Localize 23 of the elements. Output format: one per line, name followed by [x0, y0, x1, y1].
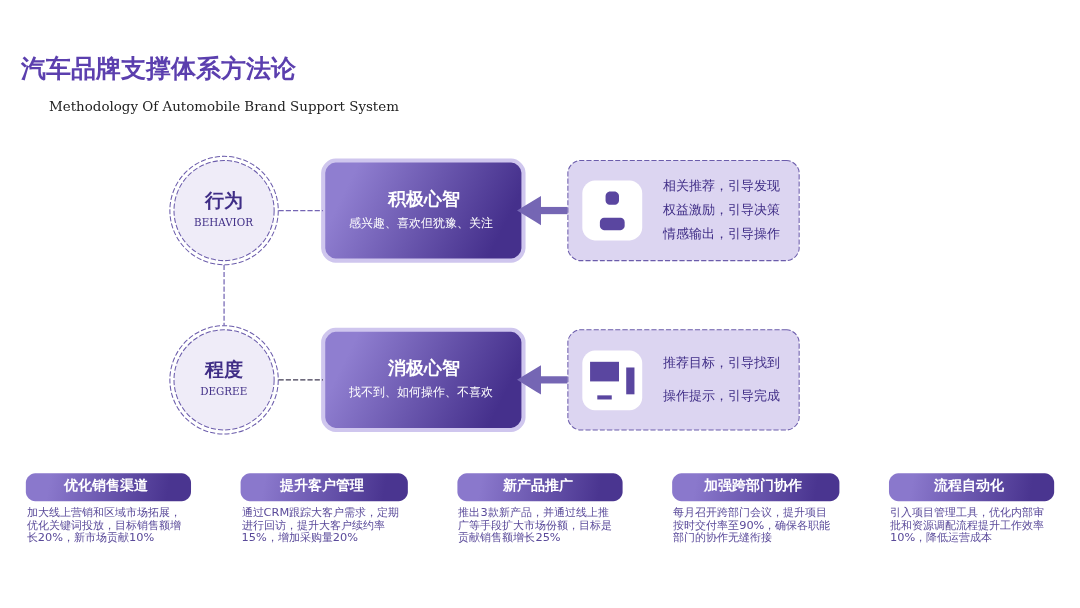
connector — [223, 263, 225, 326]
node-box: 优化销售渠道 — [25, 472, 192, 501]
node-label: 加大线上营销和区域市场拓展，优化关键词投放，目标销售额增长20%，新市场贡献10% — [26, 504, 181, 544]
node-box: 流程自动化 — [888, 472, 1055, 501]
connector — [277, 378, 324, 380]
node-circle: 行为 BEHAVIOR — [169, 155, 279, 265]
node-box: 推荐目标，引导找到 操作提示，引导完成 — [567, 328, 800, 430]
node-label: 推出3款新产品，并通过线上推广等手段扩大市场份额，目标是贡献销售额增长25% — [458, 504, 613, 544]
arrow — [517, 364, 568, 395]
node-label: 每月召开跨部门会议，提升项目按时交付率至90%，确保各职能部门的协作无缝衔接 — [673, 504, 831, 544]
connector — [277, 209, 324, 211]
node-circle: 程度 DEGREE — [169, 324, 279, 435]
node-label: 通过CRM跟踪大客户需求，定期进行回访，提升大客户续约率15%，增加采购量20% — [241, 504, 400, 544]
node-label: 引入项目管理工具，优化内部审批和资源调配流程提升工作效率10%，降低运营成本 — [890, 504, 1044, 544]
label: Methodology Of Automobile Brand Support System — [49, 98, 399, 114]
arrow — [517, 195, 568, 225]
node-box: 提升客户管理 — [240, 472, 408, 501]
diagram-title: 汽车品牌支撑体系方法论 — [20, 53, 296, 83]
node-box: 相关推荐，引导发现 权益激励，引导决策 情感输出，引导操作 — [567, 159, 800, 261]
node-box: 新产品推广 — [457, 472, 623, 501]
node-box: 加强跨部门协作 — [672, 472, 840, 501]
node-box: 积极心智 感兴趣、喜欢但犹豫、关注 — [321, 157, 526, 263]
node-box: 消极心智 找不到、如何操作、不喜欢 — [321, 327, 526, 432]
